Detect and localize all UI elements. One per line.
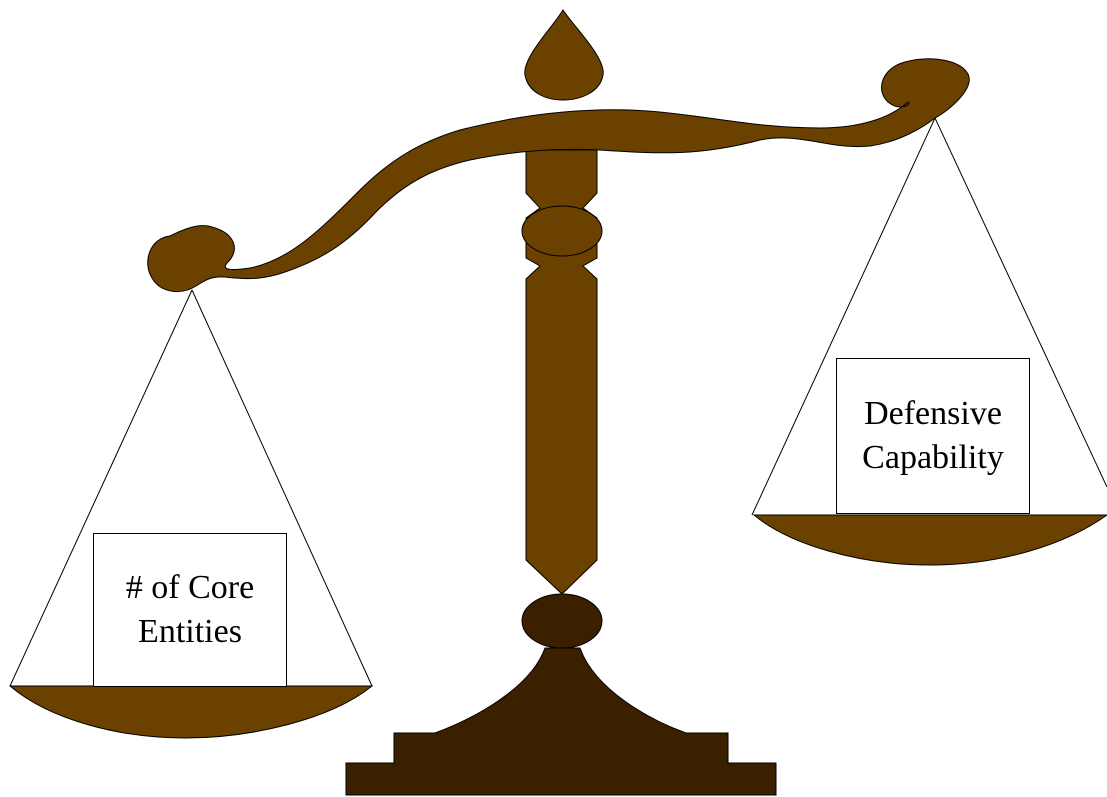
left-pan-label-box: # of Core Entities	[93, 533, 287, 687]
right-pan-label-box: Defensive Capability	[836, 358, 1030, 514]
left-pan-label-line-2: Entities	[138, 613, 242, 650]
right-pan-label-line-2: Capability	[862, 439, 1004, 476]
right-pan-strings	[751, 117, 1107, 516]
balance-beam	[147, 58, 970, 293]
left-pan-strings	[9, 289, 373, 687]
finial-drop	[524, 9, 604, 101]
right-pan-label-line-1: Defensive	[864, 395, 1002, 432]
scale-base	[345, 593, 777, 796]
left-pan-label-line-1: # of Core	[125, 569, 255, 606]
right-pan-bowl	[752, 514, 1107, 566]
left-pan-bowl	[8, 685, 374, 739]
central-pillar	[521, 149, 603, 595]
